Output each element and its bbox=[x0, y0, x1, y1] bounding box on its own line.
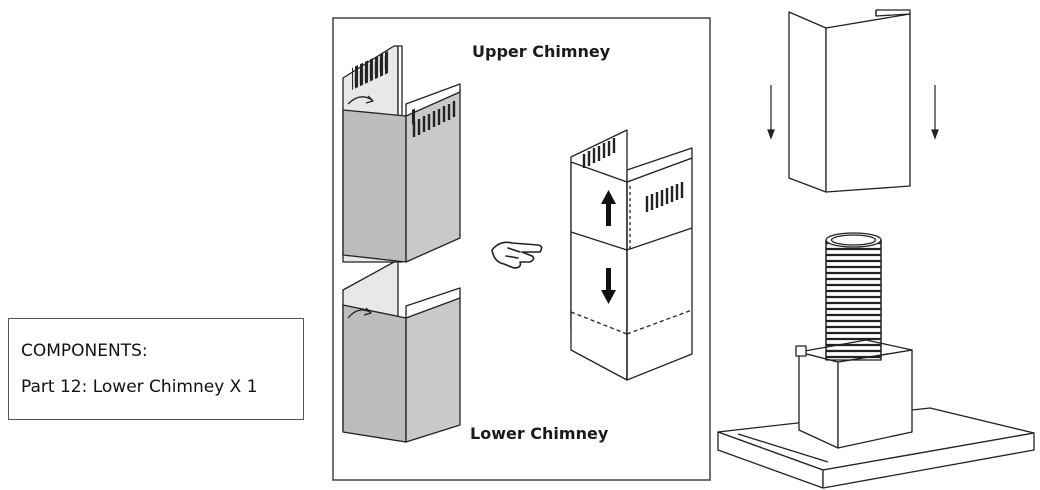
slide-down-arrow-icon bbox=[601, 268, 616, 304]
pointing-hand-icon bbox=[491, 241, 543, 269]
lower-chimney-label: Lower Chimney bbox=[470, 424, 609, 443]
slide-up-arrow-icon bbox=[601, 190, 616, 226]
components-heading: COMPONENTS: bbox=[21, 341, 148, 361]
lower-chimney-illustration bbox=[342, 261, 461, 443]
descend-arrow-left-icon bbox=[767, 85, 775, 140]
descend-arrow-right-icon bbox=[931, 85, 939, 140]
assembled-chimney-vents bbox=[582, 138, 684, 212]
components-box: COMPONENTS: Part 12: Lower Chimney X 1 bbox=[8, 318, 304, 420]
assembled-chimney-illustration bbox=[570, 129, 693, 381]
range-hood-illustration bbox=[717, 232, 1035, 489]
chimney-cover-illustration bbox=[788, 9, 911, 193]
upper-chimney-label: Upper Chimney bbox=[472, 42, 611, 61]
components-part-line: Part 12: Lower Chimney X 1 bbox=[21, 377, 258, 397]
upper-chimney-vents bbox=[354, 56, 456, 137]
